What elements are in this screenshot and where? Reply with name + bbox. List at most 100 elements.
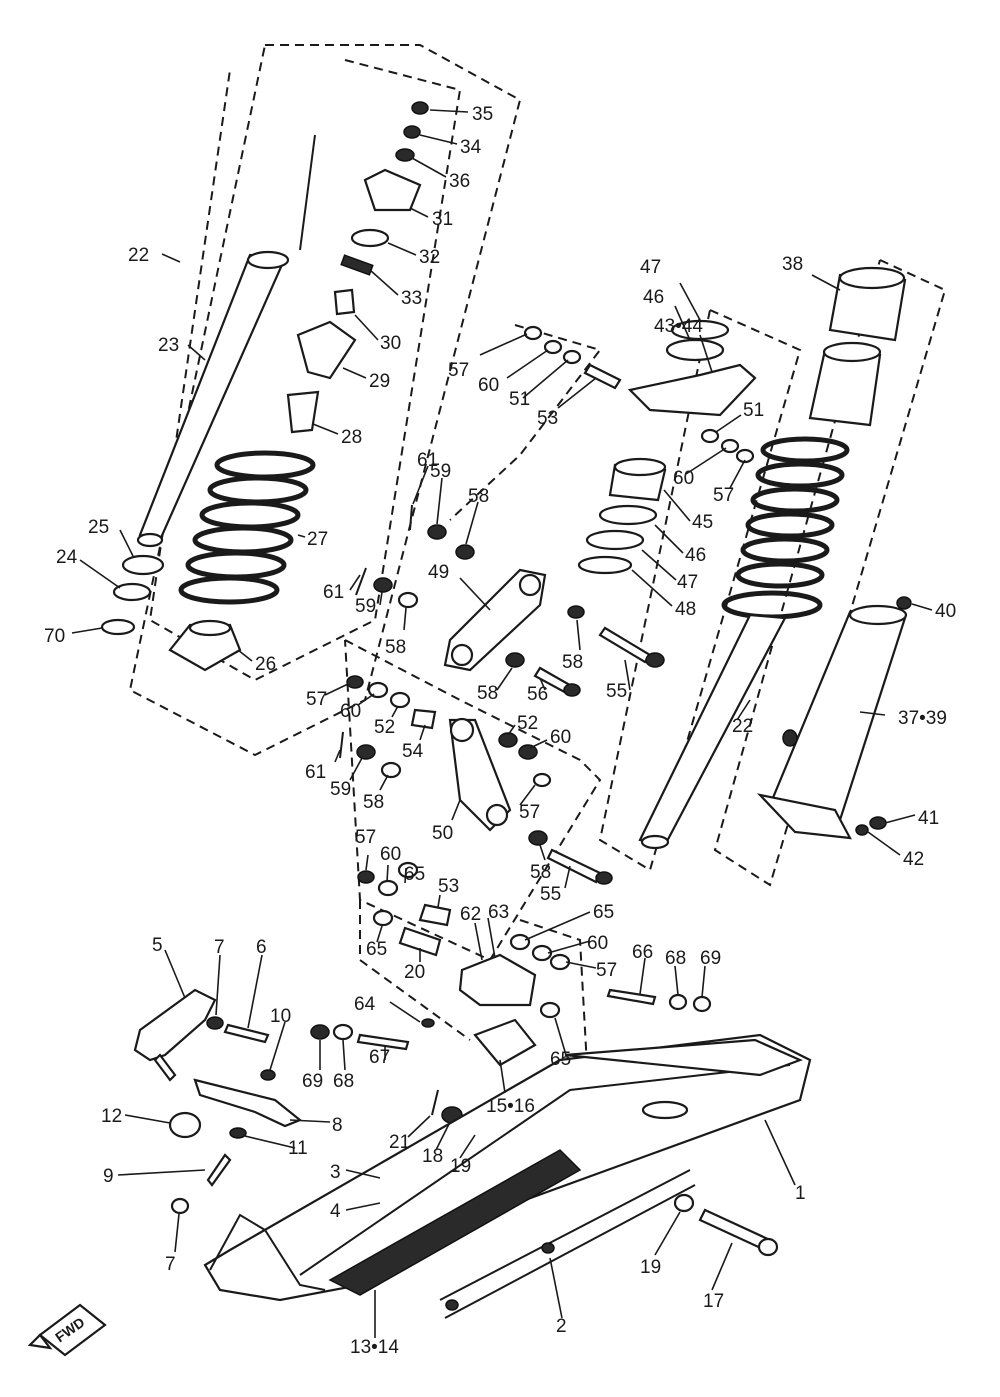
part-label: 57 [713,485,734,506]
part-label: 54 [402,741,424,762]
part-label: 46 [685,545,706,566]
ski-runner-1 [203,1033,812,1302]
part-label: 3 [330,1162,341,1183]
part-label: 57 [596,960,617,981]
part-label: 23 [158,335,179,356]
part-label: 65 [404,864,425,885]
part-label: 65 [593,902,614,923]
part-label: 26 [255,654,276,675]
part-label: 7 [165,1254,176,1275]
clamp-12 [168,1111,202,1139]
part-label: 8 [332,1115,343,1136]
spring-left [178,450,316,605]
spring-seat-left [168,619,242,672]
part-label: 60 [380,844,401,865]
part-label: 53 [537,408,558,429]
part-label: 57 [448,360,469,381]
handle-8 [193,1078,303,1128]
part-label: 11 [288,1138,308,1159]
part-label: 65 [550,1049,571,1070]
part-label: 35 [472,104,493,125]
part-label: 10 [270,1006,291,1027]
part-label: 61 [417,450,438,471]
part-label: 15•16 [486,1096,535,1117]
part-label: 43•44 [654,316,703,337]
part-label: 40 [935,601,956,622]
part-label: 37•39 [898,708,947,729]
right-shock-group-outline [598,259,947,887]
part-label: 60 [340,701,361,722]
collar-parts-45-48 [577,457,667,575]
part-label: 55 [606,681,627,702]
part-label: 59 [355,596,376,617]
part-label: 6 [256,937,267,958]
part-labels: 35 34 36 31 32 33 30 29 28 27 26 22 23 2… [44,104,956,1358]
part-label: 57 [355,827,376,848]
part-label: 12 [101,1106,122,1127]
part-label: 61 [305,762,326,783]
shock-cylinder-37 [756,604,908,840]
part-label: 30 [380,333,401,354]
part-label: 28 [341,427,362,448]
part-label: 58 [530,862,551,883]
part-label: 42 [903,849,924,870]
part-label: 69 [302,1071,323,1092]
part-label: 60 [478,375,499,396]
part-label: 21 [389,1132,410,1153]
part-label: 64 [354,994,376,1015]
part-label: 7 [214,937,225,958]
part-label: 51 [509,389,530,410]
part-label: 63 [488,902,509,923]
handle-loop [209,1213,326,1291]
part-label: 17 [703,1291,724,1312]
part-label: 69 [700,948,721,969]
part-label: 59 [330,779,351,800]
part-label: 46 [643,287,664,308]
part-label: 41 [918,808,939,829]
rear-bracket-62-63 [458,953,537,1067]
part-label: 52 [374,717,395,738]
part-label: 58 [363,792,384,813]
part-label: 68 [665,948,686,969]
parts-9-11 [206,1127,247,1187]
part-label: 45 [692,512,713,533]
part-label: 19 [640,1257,661,1278]
parts-6-7-10 [206,1016,276,1081]
part-label: 58 [562,652,583,673]
part-label: 58 [385,637,406,658]
spindle-arm-5 [133,988,217,1082]
part-label: 4 [330,1201,341,1222]
rubber-boot-38 [808,266,907,427]
part-label: 19 [450,1156,471,1177]
part-label: 13•14 [350,1337,399,1358]
part-label: 27 [307,529,328,550]
part-label: 70 [44,626,65,647]
leader-lines [71,109,933,1338]
hardware-nuts-bolts [170,325,912,1257]
part-label: 67 [369,1047,390,1068]
upper-mount-parts-left [286,101,429,434]
fwd-arrow: FWD [27,1303,107,1357]
part-label: 31 [432,209,453,230]
part-label: 52 [517,713,538,734]
part-label: 48 [675,599,696,620]
part-label: 61 [323,582,344,603]
part-label: 55 [540,884,561,905]
spring-right [721,436,850,620]
bracket-43-44 [627,319,757,417]
part-label: 34 [460,137,482,158]
part-label: 66 [632,942,653,963]
part-label: 20 [404,962,425,983]
part-label: 25 [88,517,109,538]
upper-link-arm-49 [443,568,547,672]
part-label: 59 [430,461,451,482]
part-label: 9 [103,1166,114,1187]
part-label: 62 [460,904,481,925]
part-label: 29 [369,371,390,392]
shock-absorber-rod-left [136,134,316,548]
part-label: 36 [449,171,470,192]
part-label: 5 [152,935,163,956]
part-label: 58 [468,486,489,507]
part-label: 53 [438,876,459,897]
